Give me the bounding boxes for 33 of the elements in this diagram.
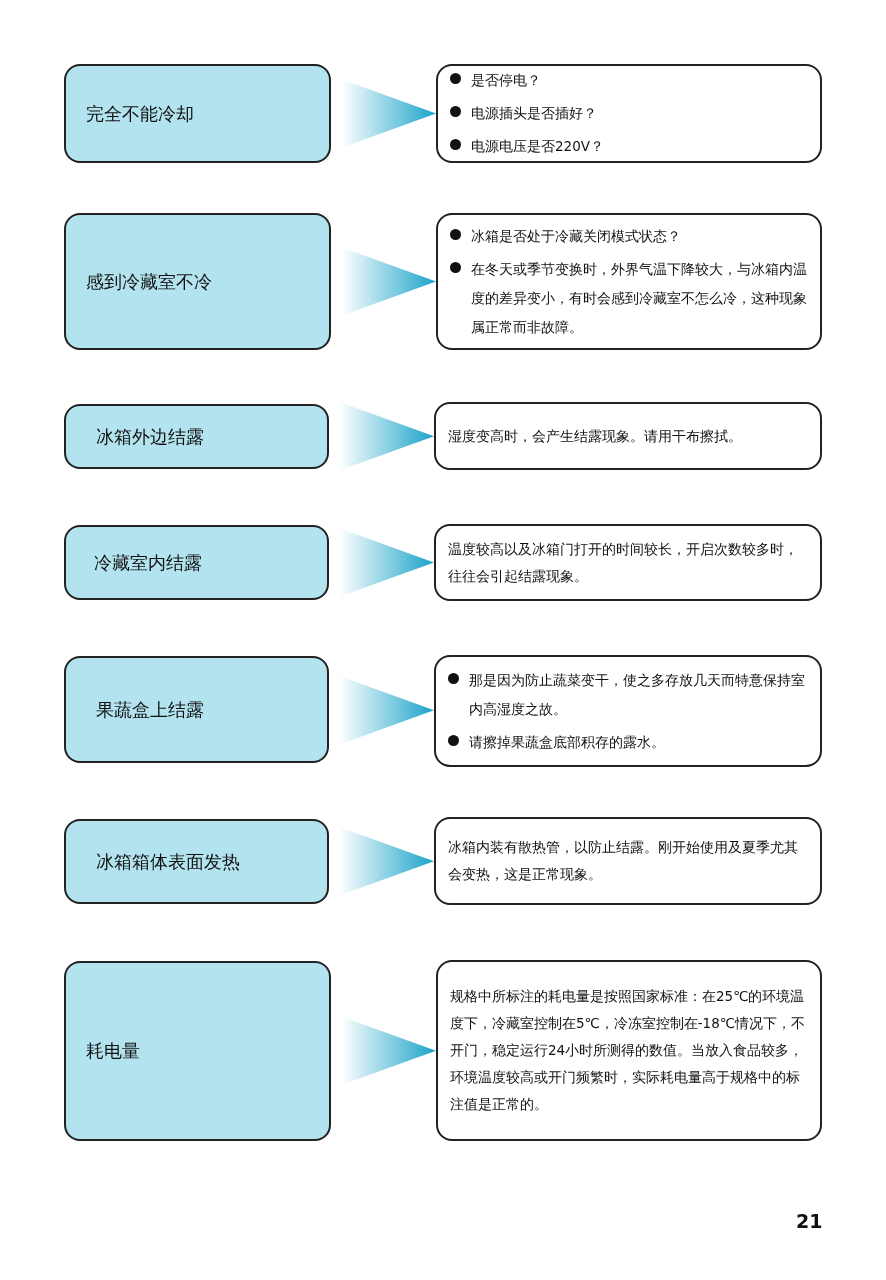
problem-text: 完全不能冷却 [86,101,194,126]
answer-text: 温度较高以及冰箱门打开的时间较长，开启次数较多时，往往会引起结露现象。 [448,539,799,586]
answer-box [434,402,822,470]
problem-box [64,656,329,763]
problem-text: 冰箱外边结露 [96,424,204,449]
problem-text: 冰箱箱体表面发热 [96,849,240,874]
problem-text: 冷藏室内结露 [94,550,202,575]
answer-box [436,960,822,1141]
answer-box [434,817,822,905]
answer-box [434,524,822,601]
problem-box [64,819,329,904]
answer-box [436,213,822,350]
answer-text: 请擦掉果蔬盒底部积存的露水。 [469,732,665,752]
problem-box [64,525,329,600]
problem-box [64,404,329,469]
problem-text: 果蔬盒上结露 [96,697,204,722]
page-number: 21 [796,1210,823,1232]
answer-text: 是否停电？ [471,71,541,90]
answer-text: 电源电压是否220V？ [471,137,604,156]
answer-text: 冰箱内装有散热管，以防止结露。刚开始使用及夏季尤其会变热，这是正常现象。 [448,838,799,884]
answer-text: 电源插头是否插好？ [471,104,597,123]
answer-box [434,655,822,767]
problem-box [64,64,331,163]
problem-box [64,213,331,350]
answer-text: 规格中所标注的耗电量是按照国家标准：在25℃的环境温度下，冷藏室控制在5℃，冷冻室控制在-18℃情况下，不开门，稳定运行24小时所测得的数值。当放入食品较多，环境温度较高或开门频繁时，实际耗电量高于规格中的标注值是正常的。 [450,987,806,1114]
problem-text: 感到冷藏室不冷 [86,269,212,294]
answer-text: 那是因为防止蔬菜变干，使之多存放几天而特意保持室内高湿度之故。 [469,670,806,719]
problem-text: 耗电量 [86,1039,140,1063]
answer-text: 在冬天或季节变换时，外界气温下降较大，与冰箱内温度的差异变小，有时会感到冷藏室不怎么冷，这种现象属正常而非故障。 [471,259,808,337]
problem-box [64,961,331,1141]
answer-text: 冰箱是否处于冷藏关闭模式状态？ [471,226,681,246]
answer-box [436,64,822,163]
answer-text: 湿度变高时，会产生结露现象。请用干布擦拭。 [448,426,743,446]
